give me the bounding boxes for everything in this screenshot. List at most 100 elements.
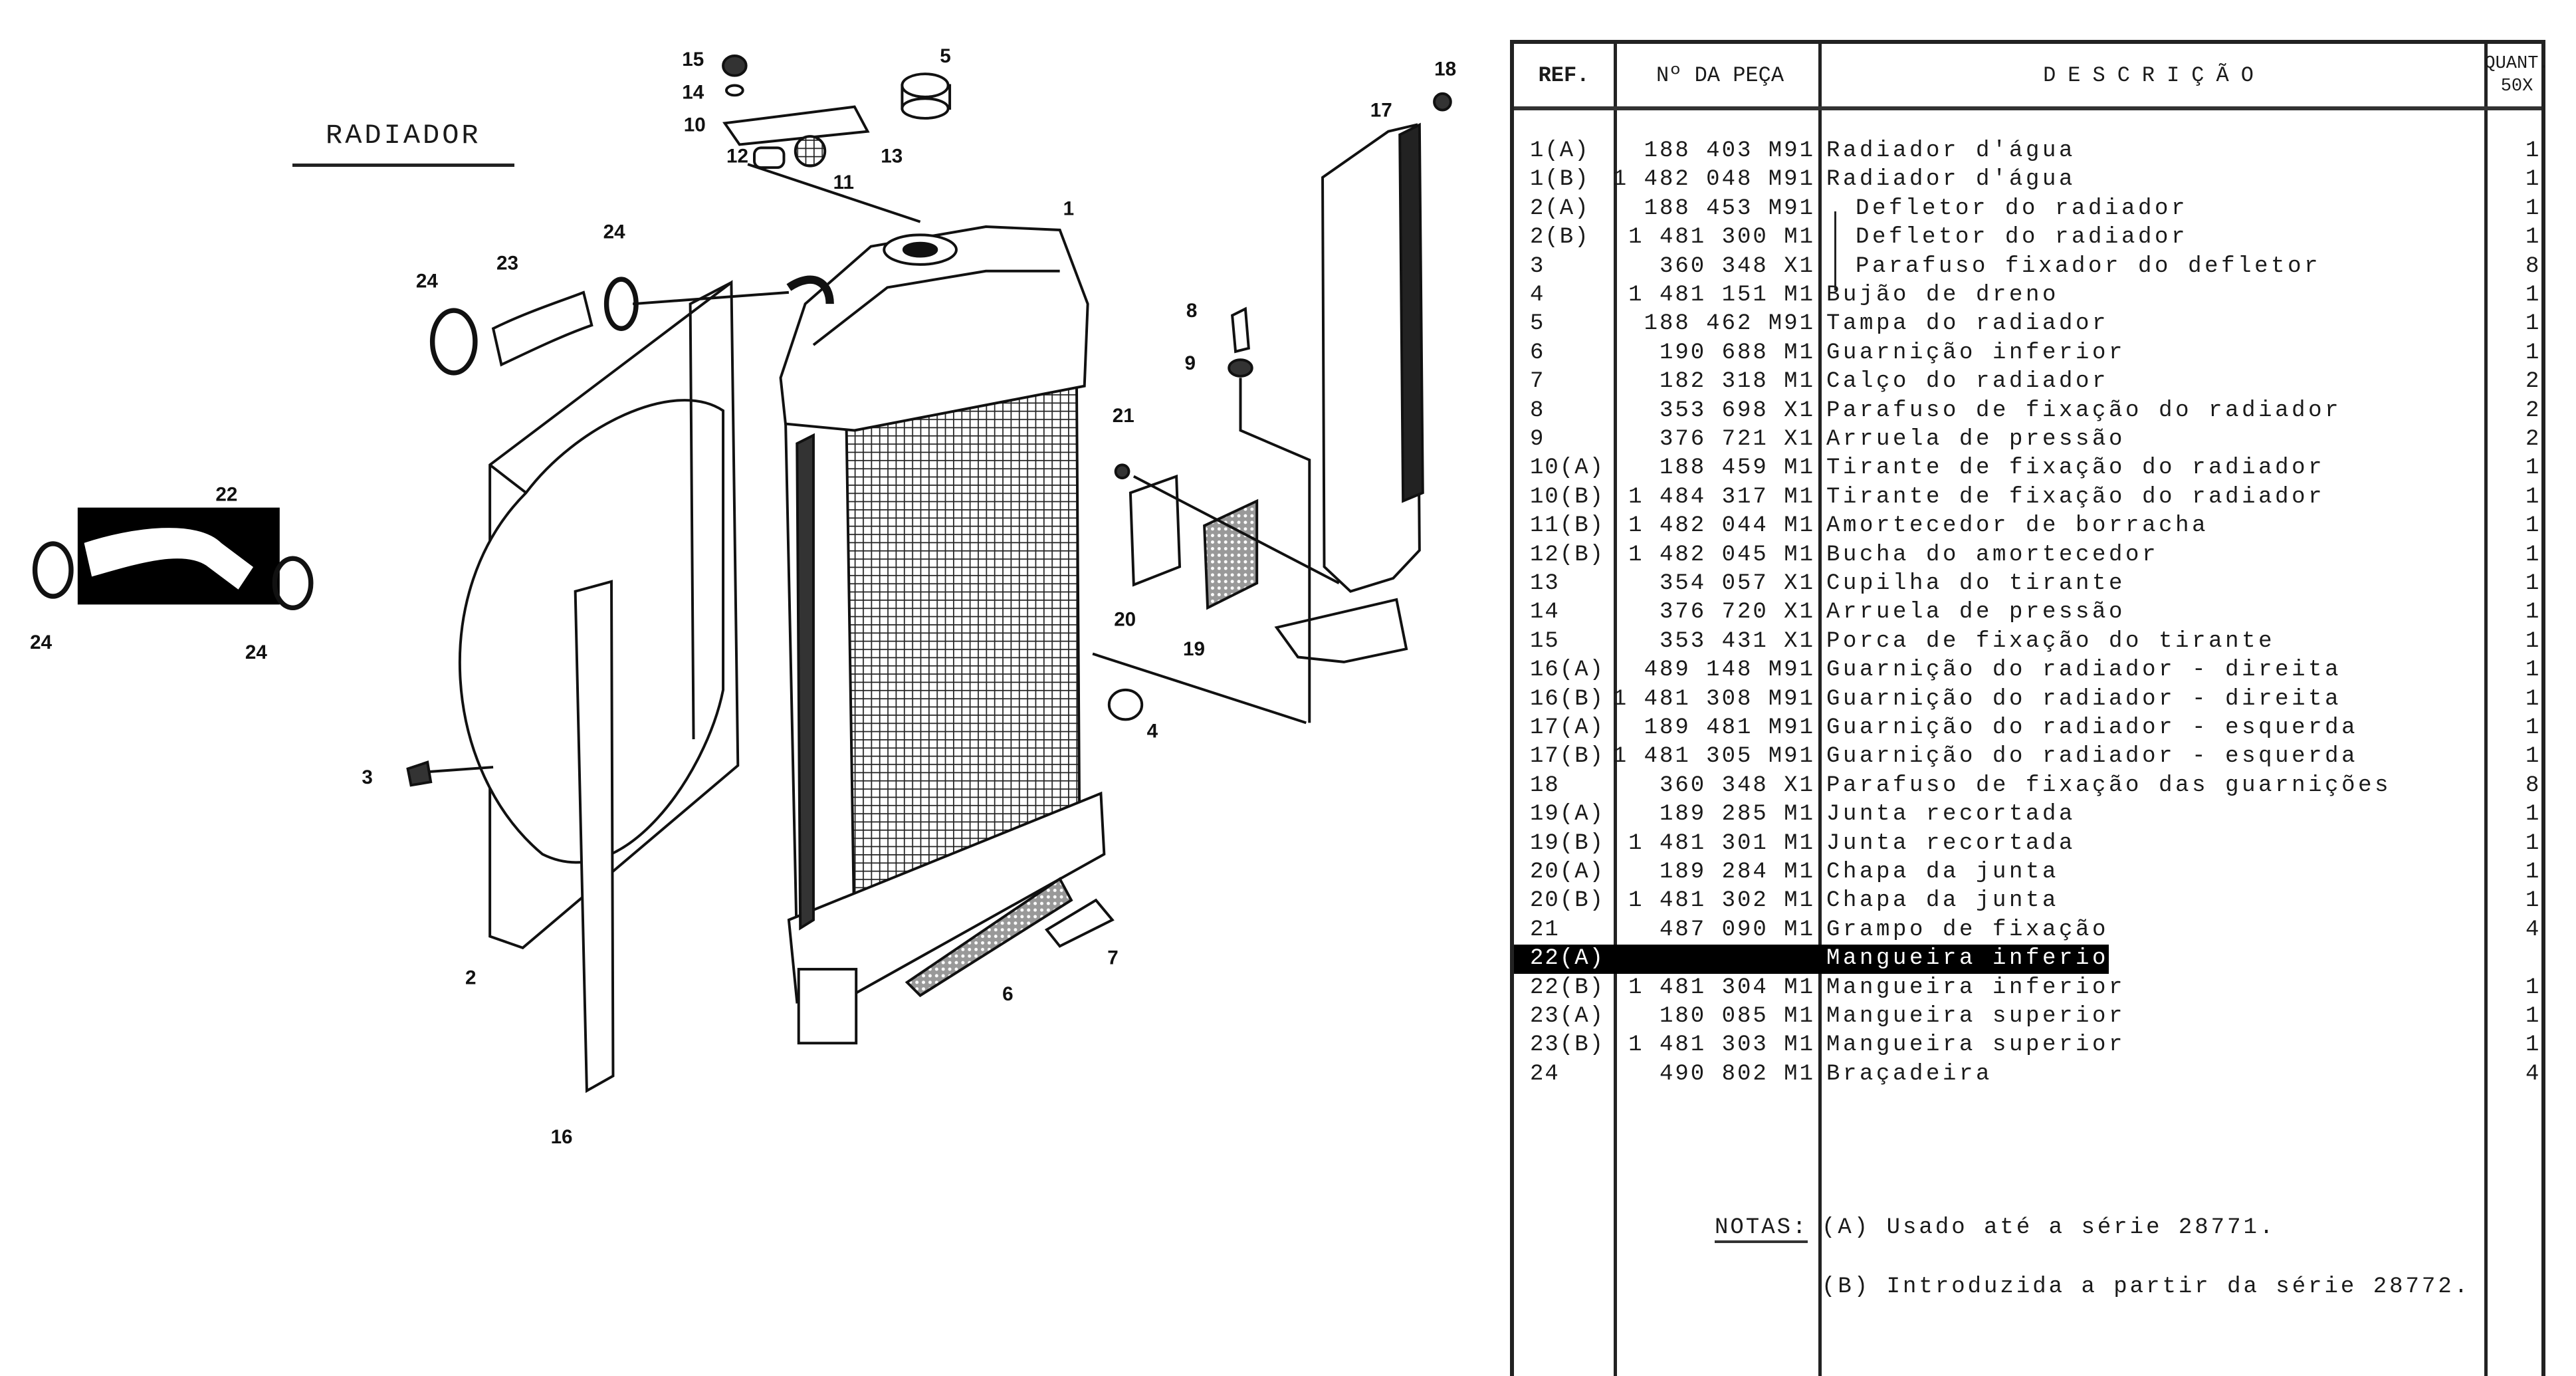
description-cell: Bujão de dreno	[1826, 283, 2060, 308]
quantity-cell: 1	[2525, 311, 2539, 337]
callout-number: 1	[1063, 198, 1075, 220]
description-cell: Junta recortada	[1826, 802, 2076, 828]
ref-cell: 19(A)	[1530, 802, 1605, 828]
ref-cell: 4	[1530, 283, 1545, 308]
quantity-cell: 1	[2525, 571, 2539, 596]
description-cell: Tirante de fixação do radiador	[1826, 455, 2325, 481]
quantity-cell: 1	[2525, 1004, 2539, 1029]
header-part-number: Nº DA PEÇA	[1656, 62, 1784, 88]
description-cell: Junta recortada	[1826, 830, 2076, 856]
callout-number: 24	[245, 641, 267, 663]
ref-cell: 22(B)	[1530, 975, 1605, 1000]
callout-number: 9	[1184, 352, 1196, 374]
ref-cell: 17(B)	[1530, 744, 1605, 770]
part-number-cell: 354 057 X1	[1659, 571, 1815, 596]
quantity-cell: 1	[2525, 283, 2539, 308]
parts-table: REF. Nº DA PEÇA DESCRIÇÃO QUANT. 50X 1(A…	[1227, 40, 2549, 1376]
part-number-cell: 1 482 044 M1	[1628, 513, 1815, 539]
part-number-cell: 1 484 317 M1	[1628, 484, 1815, 510]
ref-cell: 23(A)	[1530, 1004, 1605, 1029]
title-underline	[292, 164, 514, 167]
quantity-cell: 1	[2525, 167, 2539, 193]
ref-cell: 20(A)	[1530, 860, 1605, 885]
ref-cell: 19(B)	[1530, 830, 1605, 856]
callout-number: 2	[465, 967, 477, 988]
ref-cell: 17(A)	[1530, 715, 1605, 741]
part-number-cell: 376 720 X1	[1659, 600, 1815, 626]
description-cell: Calço do radiador	[1826, 369, 2109, 395]
callout-number: 4	[1147, 721, 1158, 743]
callout-number: 3	[362, 766, 373, 788]
note-b: (B) Introduzida a partir da série 28772.	[1822, 1274, 2471, 1300]
quantity-cell: 1	[2525, 600, 2539, 626]
ref-cell: 6	[1530, 340, 1545, 366]
callout-number: 6	[1002, 983, 1014, 1005]
description-cell: Mangueira superior	[1826, 1032, 2126, 1058]
callout-number: 24	[416, 270, 438, 292]
header-description: DESCRIÇÃO	[2043, 62, 2266, 88]
ref-cell: 1(B)	[1530, 167, 1590, 193]
callout-number: 10	[684, 114, 706, 136]
fan-shroud-part	[424, 280, 740, 950]
part-number-cell: 1 481 300 M1	[1628, 225, 1815, 251]
description-cell: Guarnição do radiador - direita	[1826, 657, 2342, 683]
ref-cell: 16(A)	[1530, 657, 1605, 683]
ref-cell: 1(A)	[1530, 138, 1590, 164]
quantity-cell: 1	[2525, 225, 2539, 251]
quantity-cell: 1	[2525, 340, 2539, 366]
quantity-cell: 4	[2525, 917, 2539, 943]
description-cell: Arruela de pressão	[1826, 600, 2126, 626]
ref-cell: 14	[1530, 600, 1560, 626]
callout-number: 23	[496, 252, 518, 274]
joint-plate-part	[1128, 474, 1182, 587]
quantity-cell: 1	[2525, 513, 2539, 539]
header-ref: REF.	[1538, 62, 1590, 88]
description-cell: Radiador d'água	[1826, 167, 2076, 193]
part-number-cell: 353 431 X1	[1659, 628, 1815, 654]
part-number-cell: 180 085 M1	[1659, 1004, 1815, 1029]
description-cell: Chapa da junta	[1826, 860, 2060, 885]
column-divider	[1818, 44, 1822, 1376]
description-cell: Guarnição do radiador - esquerda	[1826, 715, 2359, 741]
callout-number: 24	[603, 221, 625, 243]
description-cell: Braçadeira	[1826, 1061, 1993, 1087]
quantity-cell: 1	[2525, 657, 2539, 683]
callout-number: 21	[1113, 405, 1134, 427]
callout-number: 11	[833, 172, 854, 193]
table-row[interactable]: 4 1 481 151 M1 Bujão de dreno 1	[1514, 281, 2541, 310]
table-row[interactable]: 14 376 720 X1 Arruela de pressão 1	[1514, 598, 2541, 627]
part-number-cell: 1 481 151 M1	[1628, 283, 1815, 308]
callout-number: 14	[682, 81, 704, 103]
